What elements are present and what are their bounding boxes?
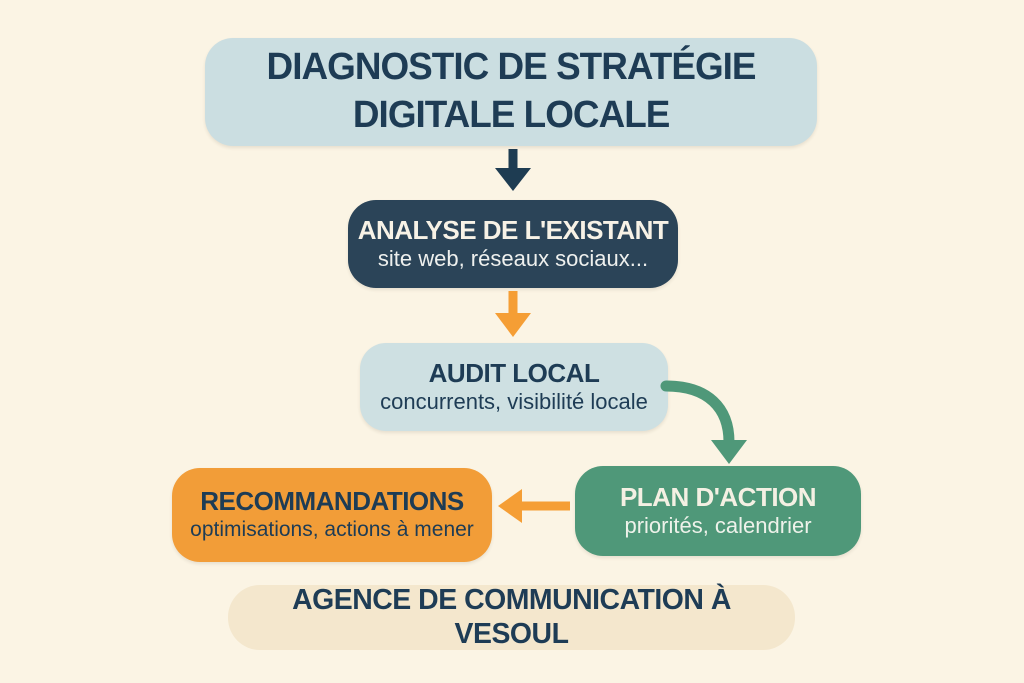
node-analyse-subtitle: site web, réseaux sociaux... <box>377 245 649 271</box>
node-analyse-existant: ANALYSE DE L'EXISTANT site web, réseaux … <box>348 200 678 288</box>
node-recommandations: RECOMMANDATIONS optimisations, actions à… <box>172 468 492 562</box>
arrow-plan-to-recommandations-icon <box>498 489 570 523</box>
node-analyse-title: ANALYSE DE L'EXISTANT <box>357 214 669 245</box>
page-title-line-2: DIGITALE LOCALE <box>352 94 670 136</box>
title-box: DIAGNOSTIC DE STRATÉGIE DIGITALE LOCALE <box>205 38 817 146</box>
arrow-analyse-to-audit-icon <box>495 291 531 337</box>
node-plan-action: PLAN D'ACTION priorités, calendrier <box>575 466 861 556</box>
node-audit-local: AUDIT LOCAL concurrents, visibilité loca… <box>360 343 668 431</box>
arrow-title-to-analyse-icon <box>495 149 531 191</box>
node-recommandations-subtitle: optimisations, actions à mener <box>190 518 474 542</box>
node-recommandations-title: RECOMMANDATIONS <box>200 486 464 517</box>
footer-agency-label: AGENCE DE COMMUNICATION À VESOUL <box>292 584 731 650</box>
node-audit-title: AUDIT LOCAL <box>428 357 600 388</box>
node-plan-subtitle: priorités, calendrier <box>624 512 812 538</box>
node-plan-title: PLAN D'ACTION <box>619 481 817 512</box>
node-audit-subtitle: concurrents, visibilité locale <box>380 388 648 414</box>
arrow-audit-to-plan-icon <box>660 380 747 464</box>
footer-agency-box: AGENCE DE COMMUNICATION À VESOUL <box>228 584 795 650</box>
page-title-line-1: DIAGNOSTIC DE STRATÉGIE <box>266 46 756 89</box>
